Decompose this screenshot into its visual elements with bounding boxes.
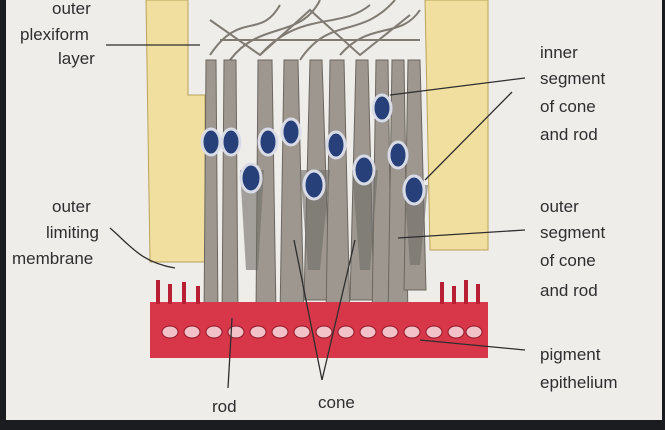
photoreceptor-cells — [202, 60, 428, 320]
label-outer-segment-4: and rod — [540, 281, 598, 300]
label-outer-limiting-2: limiting — [46, 223, 99, 242]
label-inner-segment-4: and rod — [540, 125, 598, 144]
label-outer-limiting-1: outer — [52, 197, 91, 216]
label-outer-plexiform-3: layer — [58, 49, 95, 68]
label-outer-segment-3: of cone — [540, 251, 596, 270]
label-outer-plexiform-1: outer — [52, 0, 91, 18]
label-cone: cone — [318, 393, 355, 412]
label-pigment-2: epithelium — [540, 373, 618, 392]
label-outer-plexiform-2: plexiform — [20, 25, 89, 44]
label-inner-segment-3: of cone — [540, 97, 596, 116]
label-outer-limiting-3: membrane — [12, 249, 93, 268]
label-rod: rod — [212, 397, 237, 416]
label-inner-segment-1: inner — [540, 43, 578, 62]
label-outer-segment-2: segment — [540, 223, 605, 242]
label-inner-segment-2: segment — [540, 69, 605, 88]
label-pigment-1: pigment — [540, 345, 601, 364]
label-outer-segment-1: outer — [540, 197, 579, 216]
